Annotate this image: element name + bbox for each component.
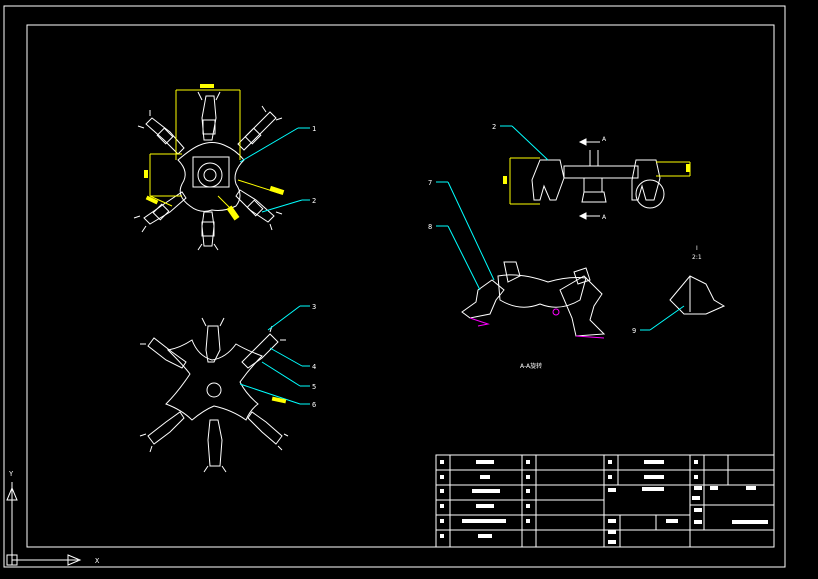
ucs-icon <box>6 482 82 566</box>
detail-scale: 2:1 <box>692 254 702 261</box>
dim-tag <box>271 396 287 404</box>
leg-b-bottom-left <box>139 411 185 453</box>
leg-b-top-right <box>241 325 286 369</box>
balloon-5: 5 <box>312 383 316 391</box>
front-leader <box>500 125 549 161</box>
axis-x-label: X <box>95 557 100 565</box>
leg-top-right <box>237 105 283 151</box>
leg-front-right <box>631 159 661 201</box>
detail-circle <box>635 179 665 209</box>
balloon-4: 4 <box>312 363 316 371</box>
leg-b-bottom <box>203 419 227 473</box>
leg-b-top <box>201 317 225 363</box>
side-view-accents <box>469 308 605 339</box>
leg-b-top-left <box>140 337 187 369</box>
leg-top <box>197 91 221 141</box>
body-beam <box>563 165 639 179</box>
axis-y-label: Y <box>9 470 14 478</box>
side-leaders <box>436 181 495 291</box>
leg-bottom-left <box>133 191 187 233</box>
outer-border <box>3 5 786 568</box>
side-view <box>461 261 606 337</box>
balloon-6: 6 <box>312 401 316 409</box>
leg-top-left <box>137 110 185 155</box>
leg-front-left <box>531 159 565 201</box>
side-body <box>497 274 587 308</box>
detail-view <box>669 275 726 315</box>
leg-bottom <box>197 211 219 251</box>
side-leg-right <box>559 275 606 337</box>
balloon-9: 9 <box>632 327 636 335</box>
section-arrows <box>578 138 600 220</box>
front-dimensions <box>503 157 691 205</box>
balloon-8: 8 <box>428 223 432 231</box>
title-block-text <box>440 460 768 544</box>
balloon-2b: 2 <box>492 123 496 131</box>
view-caption: A-A旋转 <box>520 362 542 370</box>
side-leg-left <box>461 279 505 319</box>
body-outline <box>177 142 245 212</box>
body-outline-2 <box>165 339 263 421</box>
center-hub-inner <box>203 168 217 182</box>
balloon-1: 1 <box>312 125 316 133</box>
title-block <box>435 454 775 548</box>
section-marker-top: A <box>602 136 607 143</box>
plan-view-bottom <box>139 317 289 473</box>
leg-bottom-right <box>235 189 283 231</box>
center-gear <box>206 382 222 398</box>
plan-view-bottom-leaders <box>239 305 310 405</box>
center-hub <box>197 162 223 188</box>
front-elevation <box>531 150 665 209</box>
detail-label: I <box>696 245 698 252</box>
balloon-2: 2 <box>312 197 316 205</box>
plan-view-leaders <box>239 127 310 213</box>
leg-b-bottom-right <box>247 411 289 451</box>
sheet-frame <box>3 5 786 568</box>
detail-leader <box>640 305 685 331</box>
inner-border <box>26 24 775 548</box>
balloon-3: 3 <box>312 303 316 311</box>
plan-view-top <box>133 91 283 251</box>
section-marker-bottom: A <box>602 214 607 221</box>
balloon-7: 7 <box>428 179 432 187</box>
plan-view-dimensions <box>144 84 285 221</box>
